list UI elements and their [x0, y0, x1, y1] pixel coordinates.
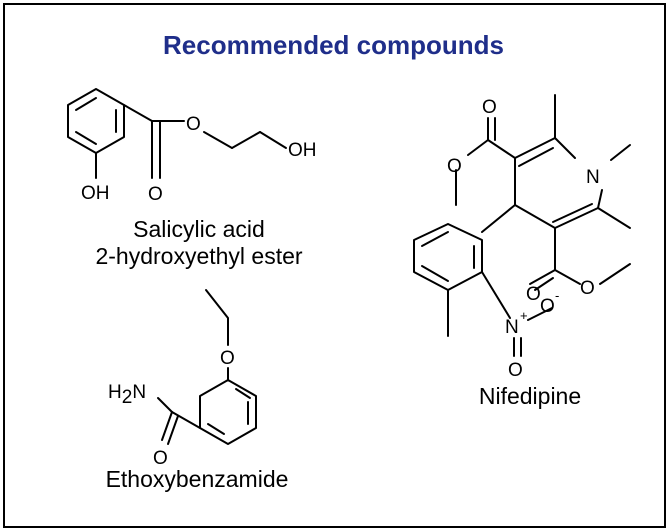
atom-o-top-ester: O: [447, 156, 462, 177]
benzene-ring-1: [67, 88, 125, 154]
atom-o-top: O: [482, 97, 497, 118]
atom-o-ether: O: [220, 348, 235, 369]
atom-o-lower-ester: O: [580, 278, 595, 299]
atom-oh-terminal: OH: [288, 140, 317, 161]
atom-o-amide: O: [153, 448, 168, 469]
atom-o-lower: O: [526, 284, 541, 305]
charge-minus: -: [555, 288, 559, 303]
compound-name-ethoxybenzamide: Ethoxybenzamide: [105, 466, 289, 492]
compound-name-salicylic-ester: Salicylic acid 2-hydroxyethyl ester: [74, 216, 324, 270]
atom-n-ring: N: [586, 167, 600, 188]
atom-o-nitro-1: O: [540, 296, 555, 317]
atom-o-carbonyl: O: [148, 184, 163, 205]
atom-n-nitro: N: [505, 317, 519, 338]
atom-o-nitro-2: O: [508, 360, 523, 381]
atom-oh-phenol: OH: [81, 183, 110, 204]
salicylic-ester-structure: OH O O OH: [67, 88, 317, 205]
figure-title: Recommended compounds: [163, 30, 504, 60]
ethoxybenzamide-structure: O H2N O: [108, 289, 257, 469]
atom-h2n: H2N: [108, 382, 146, 408]
charge-plus: +: [520, 308, 528, 323]
compound-name-line-1: Salicylic acid: [133, 216, 265, 242]
nifedipine-structure: O O N O O N + O - O: [413, 94, 631, 381]
atom-o-ester: O: [186, 114, 201, 135]
compound-name-nifedipine: Nifedipine: [478, 383, 582, 409]
compound-name-line-2: 2-hydroxyethyl ester: [95, 243, 303, 269]
